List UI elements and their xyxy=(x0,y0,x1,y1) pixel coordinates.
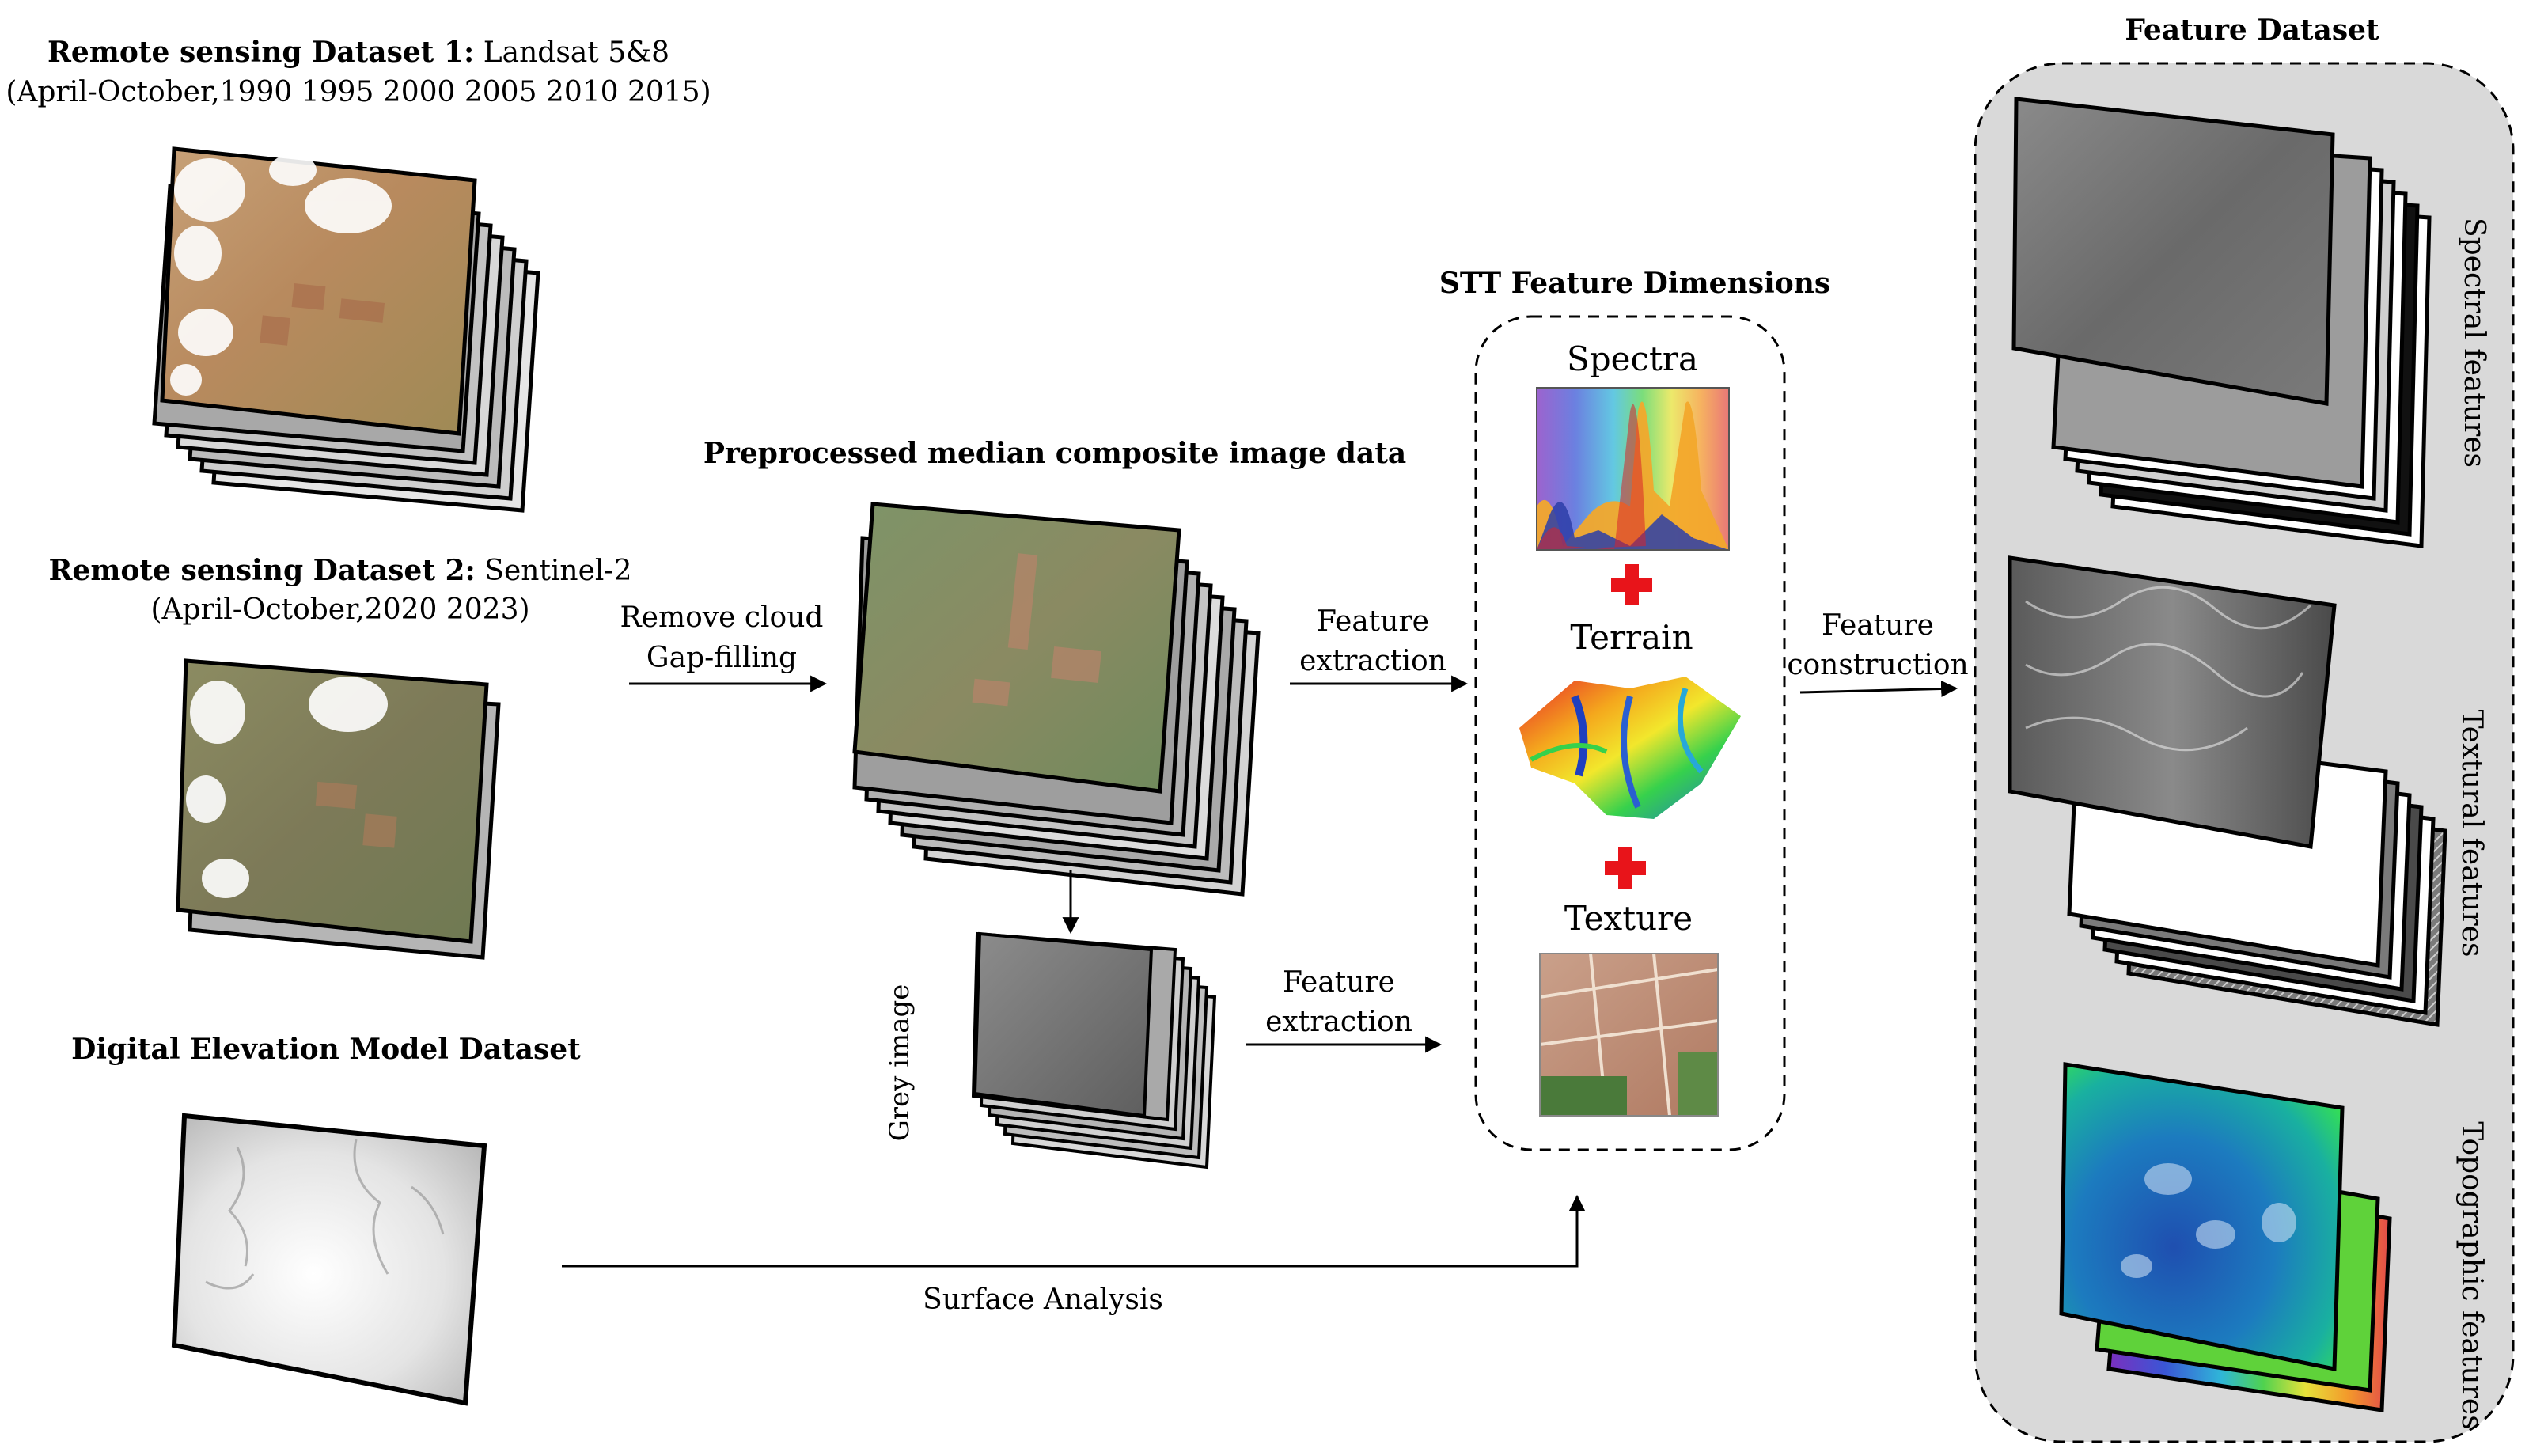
feature-extraction-step-2: Feature extraction xyxy=(1246,966,1443,1053)
landsat-title-rest: Landsat 5&8 xyxy=(474,36,669,69)
sentinel-fields xyxy=(315,781,397,848)
dem-image xyxy=(171,1113,487,1406)
landsat-title-bold: Remote sensing Dataset 1: xyxy=(47,36,474,69)
plus-icon xyxy=(1605,847,1646,889)
plus-icon xyxy=(1611,564,1652,605)
feature-dataset: Feature Dataset Spectral features xyxy=(1974,13,2515,1443)
topographic-image xyxy=(2059,1062,2345,1372)
grey-image-stack xyxy=(971,931,1217,1170)
feature-construction-step: Feature construction xyxy=(1787,609,1969,697)
feature-dataset-title: Feature Dataset xyxy=(2125,13,2379,47)
texture-label: Texture xyxy=(1564,899,1693,938)
grey-image-dataset: Grey image xyxy=(884,931,1217,1170)
surface-analysis-step: Surface Analysis xyxy=(562,1194,1586,1316)
spectral-features-label: Spectral features xyxy=(2458,218,2490,468)
surface-analysis-label: Surface Analysis xyxy=(923,1283,1163,1316)
feature-construction-arrow xyxy=(1799,680,1958,697)
spectral-feature-stack xyxy=(2011,97,2432,548)
textural-features-label: Textural features xyxy=(2455,710,2488,957)
sentinel-clouds xyxy=(186,677,388,898)
composite-fields xyxy=(972,553,1101,707)
composite-image-stack xyxy=(852,502,1261,897)
landsat-title: Remote sensing Dataset 1: Landsat 5&8 xyxy=(47,36,669,69)
preprocessed-dataset: Preprocessed median composite image data xyxy=(703,437,1406,935)
sentinel-period: (April-October,2020 2023) xyxy=(150,593,529,626)
texture-photo xyxy=(1539,953,1719,1117)
textural-image xyxy=(2008,555,2337,849)
textural-feature-stack xyxy=(2008,555,2447,1027)
spectra-chart xyxy=(1536,387,1730,551)
dem-ridges xyxy=(205,1139,445,1290)
gap-filling-label: Gap-filling xyxy=(646,642,797,674)
remove-cloud-step: Remove cloud Gap-filling xyxy=(620,601,828,692)
spectral-image xyxy=(2011,97,2335,406)
stt-panel xyxy=(1474,315,1786,1151)
stt-title: STT Feature Dimensions xyxy=(1439,267,1830,300)
feature-extraction-1-line1: Feature xyxy=(1317,605,1429,638)
dem-dataset: Digital Elevation Model Dataset xyxy=(71,1033,581,1406)
sentinel-title-rest: Sentinel-2 xyxy=(476,555,632,587)
feature-extraction-2-line2: extraction xyxy=(1265,1006,1412,1038)
sentinel-title: Remote sensing Dataset 2: Sentinel-2 xyxy=(49,554,632,587)
grey-image xyxy=(973,931,1154,1118)
landsat-clouds xyxy=(170,154,392,396)
spectra-label: Spectra xyxy=(1567,339,1698,378)
topographic-features-label: Topographic features xyxy=(2455,1121,2488,1429)
textural-noise xyxy=(2025,586,2312,752)
preprocessed-title: Preprocessed median composite image data xyxy=(703,437,1406,470)
sentinel-title-bold: Remote sensing Dataset 2: xyxy=(49,554,476,587)
feature-construction-line1: Feature xyxy=(1822,609,1934,642)
remove-cloud-label: Remove cloud xyxy=(620,601,824,634)
terrain-surface xyxy=(1519,677,1741,819)
dem-title: Digital Elevation Model Dataset xyxy=(71,1033,581,1066)
landsat-period: (April-October,1990 1995 2000 2005 2010 … xyxy=(6,76,711,108)
feature-extraction-2-line1: Feature xyxy=(1283,966,1395,999)
surface-analysis-arrow xyxy=(562,1194,1586,1268)
stt-feature-dimensions: STT Feature Dimensions Spectra Terrain T xyxy=(1439,267,1830,1151)
sentinel-dataset: Remote sensing Dataset 2: Sentinel-2 (Ap… xyxy=(49,554,632,960)
topographic-highlights xyxy=(2121,1163,2296,1278)
feature-extraction-1-line2: extraction xyxy=(1299,645,1446,677)
feature-extraction-step-1: Feature extraction xyxy=(1290,605,1469,692)
terrain-label: Terrain xyxy=(1570,618,1693,657)
feature-construction-line2: construction xyxy=(1787,649,1968,681)
topographic-feature-stack xyxy=(2059,1062,2392,1412)
grey-image-label: Grey image xyxy=(884,984,916,1142)
landsat-dataset: Remote sensing Dataset 1: Landsat 5&8 (A… xyxy=(6,36,711,513)
landsat-fields xyxy=(260,282,385,346)
